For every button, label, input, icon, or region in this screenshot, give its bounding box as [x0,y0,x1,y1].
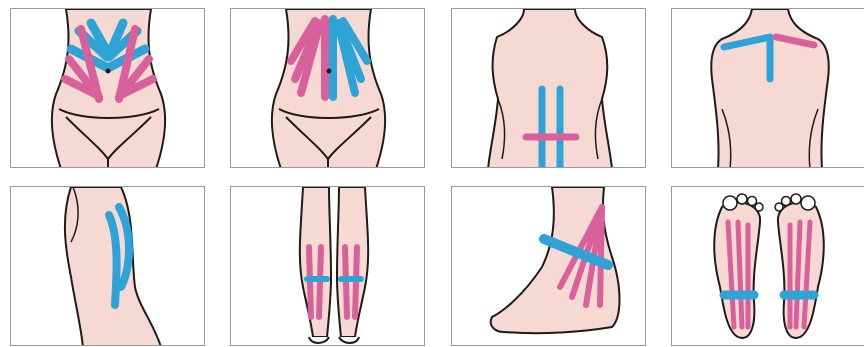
thigh-figure [11,187,205,346]
upper-back-figure [672,9,864,168]
panel-abdomen-fan [10,8,205,168]
lower-back-figure [452,9,646,168]
panel-lower-back [451,8,646,168]
calves-figure [231,187,425,346]
navel [327,69,332,74]
panel-abdomen-vertical [230,8,425,168]
panel-upper-back [671,8,864,168]
foot-soles-figure [672,187,864,346]
ankle-figure [452,187,646,346]
pink-tape-strips [728,222,810,327]
abdomen-fan-figure [11,9,205,168]
navel [106,69,111,74]
panel-thigh [10,186,205,346]
panel-calves [230,186,425,346]
panel-ankle [451,186,646,346]
panel-foot-soles [671,186,864,346]
abdomen-vertical-figure [231,9,425,168]
